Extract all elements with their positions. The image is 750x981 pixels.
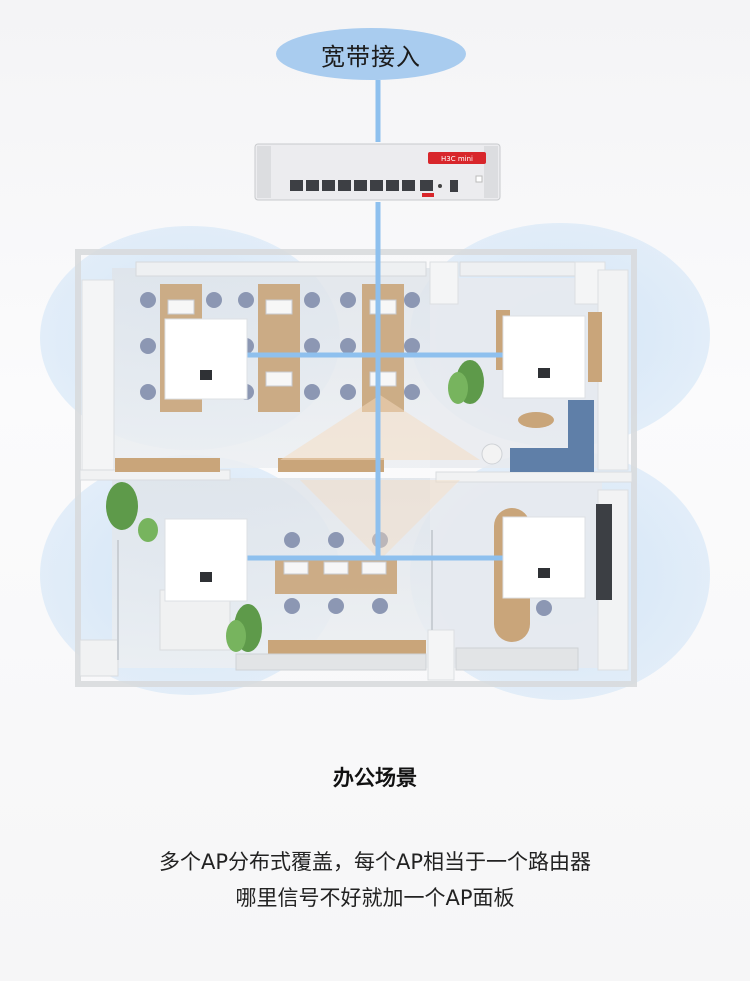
ap-top-right [502,315,586,399]
ap-top-left [164,318,248,400]
router-brand: H3C mini [441,155,473,163]
caption-line-1: 多个AP分布式覆盖，每个AP相当于一个路由器 [158,850,592,874]
router-device [254,143,501,201]
plant-icon [106,360,484,652]
ap-panels [164,315,586,602]
ethernet-port-icon [290,180,433,191]
ap-bottom-right [502,516,586,599]
office-floorplan: H3C mini [40,80,710,700]
broadband-access-text: 宽带接入 [321,42,421,71]
caption-line-2: 哪里信号不好就加一个AP面板 [235,886,515,910]
broadband-access-label: 宽带接入 [276,28,466,80]
office-diagram: H3C mini 宽带接入 [40,28,710,700]
ap-bottom-left [164,518,248,602]
network-links [247,80,503,561]
caption-title: 办公场景 [333,766,417,790]
building-outline [75,249,637,687]
chairs-top [140,292,420,400]
